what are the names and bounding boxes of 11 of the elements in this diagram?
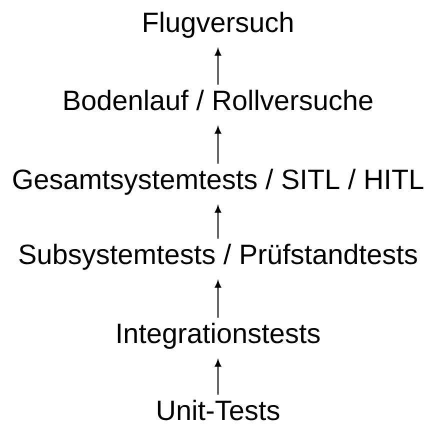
arrow <box>214 206 222 239</box>
stage-label: Unit-Tests <box>158 400 280 420</box>
arrow <box>214 280 222 318</box>
stage-label: Flugversuch <box>144 12 292 38</box>
stage-label: Bodenlauf / Rollversuche <box>64 90 372 110</box>
stage-label: Subsystemtests / Prüfstandtests <box>19 244 417 270</box>
arrow <box>214 126 222 164</box>
arrow <box>214 360 222 395</box>
stage-label: Gesamtsystemtests / SITL / HITL <box>13 168 424 195</box>
arrow <box>214 48 222 85</box>
stage-label: Integrationstests <box>118 322 320 349</box>
